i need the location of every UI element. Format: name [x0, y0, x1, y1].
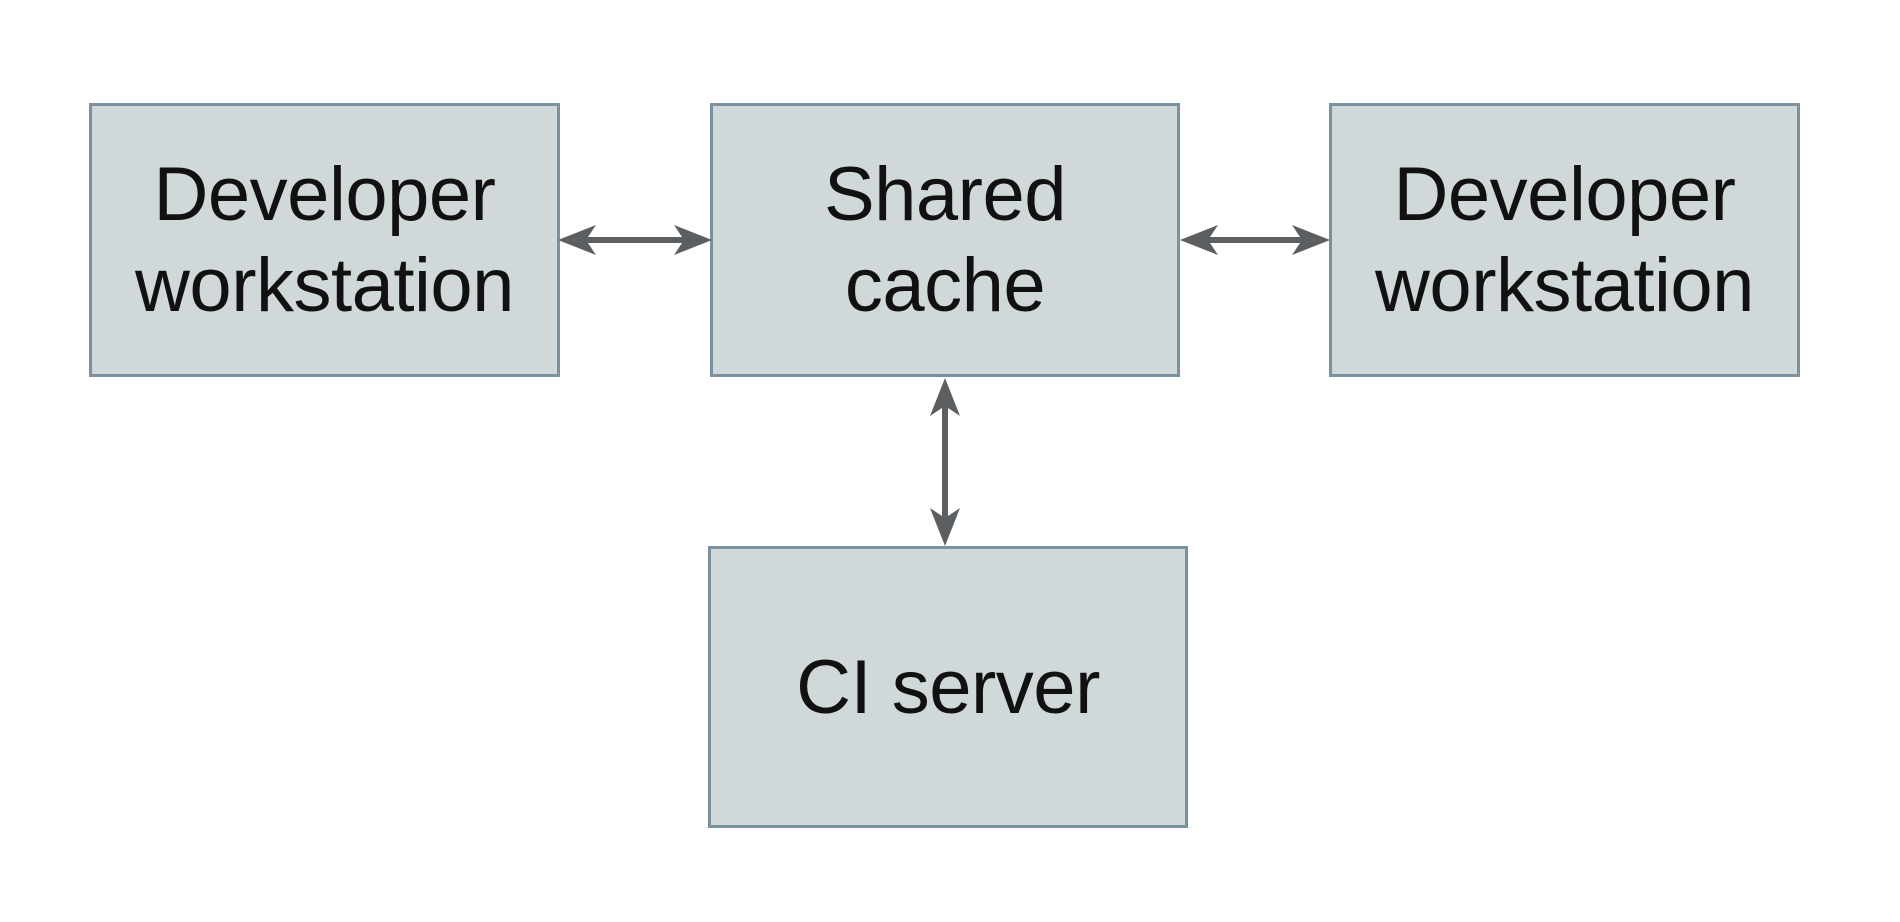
- node-label-line: workstation: [1375, 243, 1754, 328]
- node-label-line: Shared: [823, 152, 1067, 237]
- node-label-line: Developer: [153, 152, 496, 237]
- node-developer-workstation-left: Developer workstation: [89, 103, 560, 377]
- node-label-line: CI server: [796, 644, 1100, 730]
- double-arrow-horizontal-icon: [558, 225, 712, 255]
- node-developer-workstation-right: Developer workstation: [1329, 103, 1800, 377]
- double-arrow-vertical-icon: [930, 378, 960, 546]
- node-label-line: workstation: [135, 243, 514, 328]
- bidirectional-arrow-cache-to-ci-server: [918, 378, 972, 546]
- bidirectional-arrow-cache-to-right-workstation: [1180, 213, 1330, 267]
- bidirectional-arrow-left-workstation-to-cache: [558, 213, 712, 267]
- node-shared-cache: Shared cache: [710, 103, 1180, 377]
- node-label-line: Developer: [1393, 152, 1736, 237]
- node-ci-server: CI server: [708, 546, 1188, 828]
- node-label-line: cache: [844, 243, 1046, 328]
- double-arrow-horizontal-icon: [1180, 225, 1330, 255]
